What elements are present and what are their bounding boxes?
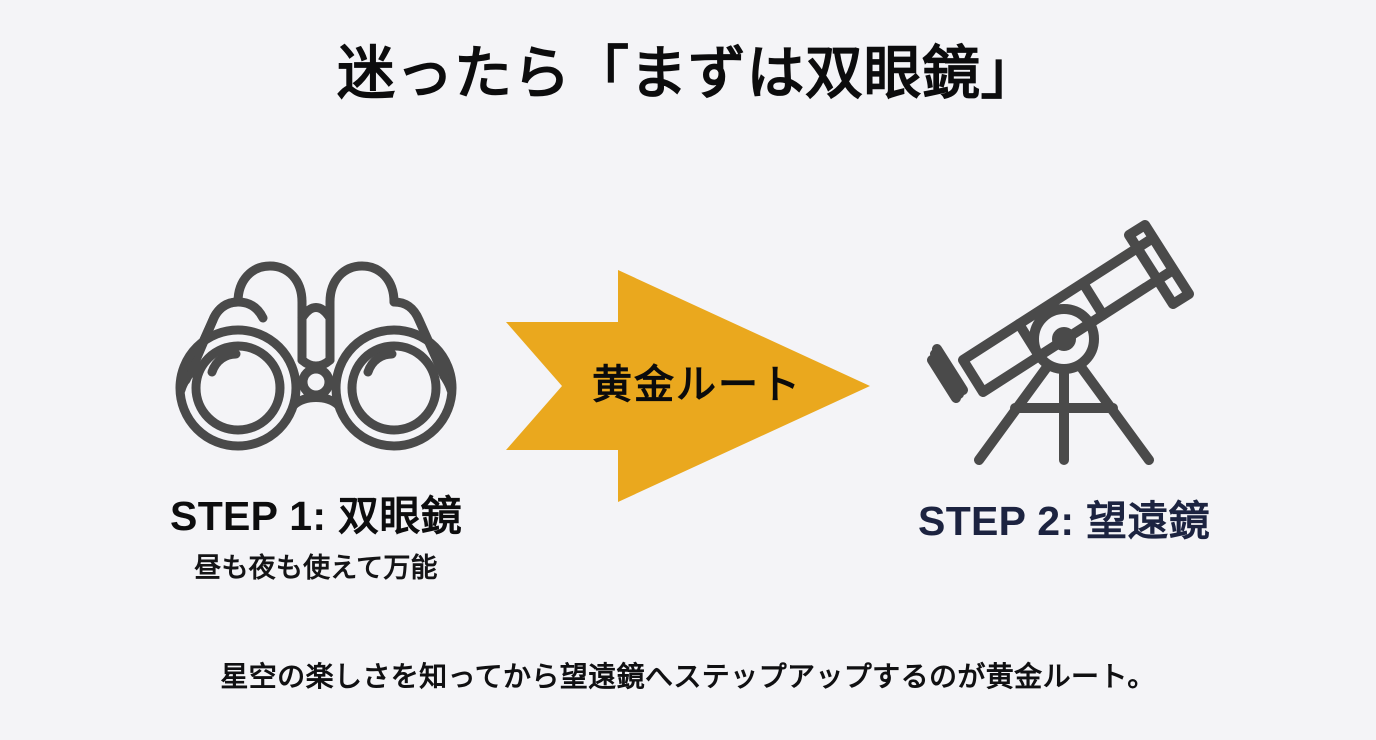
step-2-label: STEP 2: 望遠鏡 [918,498,1210,544]
telescope-icon [927,219,1194,465]
page-title: 迷ったら「まずは双眼鏡」 [336,41,1039,106]
golden-route-arrow [498,262,878,572]
footer-note: 星空の楽しさを知ってから望遠鏡へステップアップするのが黄金ルート。 [220,661,1156,692]
binoculars-icon-slot [90,226,542,466]
step-1-label: STEP 1: 双眼鏡 [170,493,462,539]
telescope-icon-slot [838,210,1290,475]
step-2-column: STEP 2: 望遠鏡 [838,210,1290,545]
step-1-sublabel: 昼も夜も使えて万能 [194,553,438,584]
binoculars-icon [175,261,457,451]
step-1-column: STEP 1: 双眼鏡 昼も夜も使えて万能 [90,226,542,585]
right-arrow-icon [506,270,870,502]
